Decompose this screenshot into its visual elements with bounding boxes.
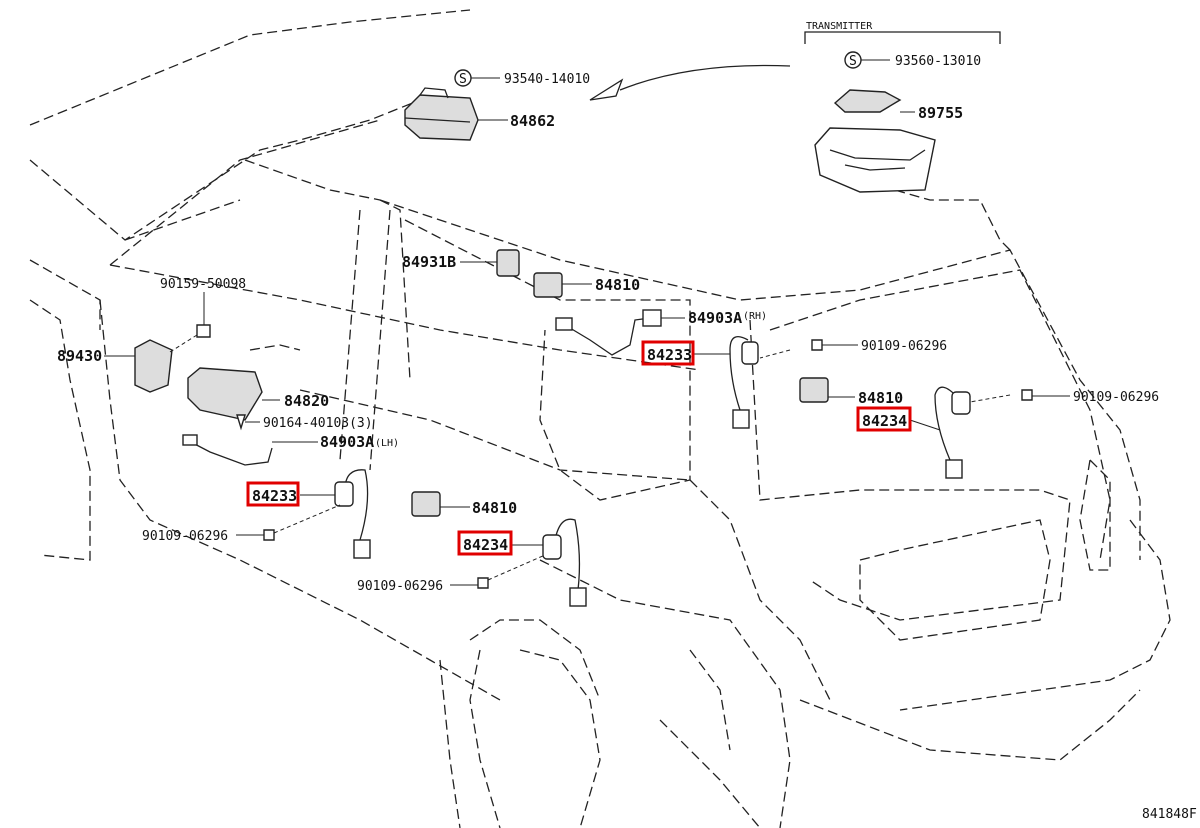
label-84810-upper[interactable]: 84810 [595,276,640,294]
part-84903A-rh-harness[interactable] [564,317,651,356]
part-84820-master-switch[interactable] [187,367,263,421]
part-90164-screw[interactable] [236,414,246,431]
label-84903A-rh[interactable]: 84903A [688,309,742,327]
svg-text:S: S [849,54,857,69]
label-90109-06296-d[interactable]: 90109-06296 [357,579,443,594]
part-90159-bolt[interactable] [196,324,211,338]
label-90109-06296-a[interactable]: 90109-06296 [861,339,947,354]
highlight-84233-lh [246,481,300,507]
part-90109-bolt-d[interactable] [477,577,489,589]
label-84931B[interactable]: 84931B [402,253,456,271]
part-84233-lh-sensor[interactable] [334,469,371,559]
label-84233-lh[interactable]: 84233 [252,487,297,505]
highlight-84234-lh [457,530,513,556]
part-84903A-rh-connector [555,317,573,331]
highlight-84234-rh [856,406,912,432]
label-84233-rh[interactable]: 84233 [647,346,692,364]
label-93540-14010[interactable]: 93540-14010 [504,72,590,87]
part-89430-ecu[interactable] [134,339,173,393]
part-84903A-lh-connector [182,434,198,446]
label-84234-rh[interactable]: 84234 [862,412,907,430]
part-84903A-rh-clip [642,309,662,327]
transmitter-header: TRANSMITTER [806,21,873,32]
part-90109-bolt-a[interactable] [811,339,823,351]
label-84820[interactable]: 84820 [284,392,329,410]
transmitter-bracket: TRANSMITTER [804,21,1001,44]
label-rh: (RH) [743,311,767,322]
label-93560-13010[interactable]: 93560-13010 [895,54,981,69]
label-84862[interactable]: 84862 [510,112,555,130]
highlight-84233-rh [641,340,695,366]
svg-text:S: S [459,72,467,87]
label-90159-50098[interactable]: 90159-50098 [160,277,246,292]
label-90109-06296-b[interactable]: 90109-06296 [1073,390,1159,405]
s-marker-93540: S [454,69,472,87]
part-84903A-lh-harness[interactable] [186,439,273,466]
part-84810-switch-lower[interactable] [411,491,441,517]
part-84234-rh-sensor[interactable] [934,386,971,479]
part-84931B-switch[interactable] [496,249,520,277]
label-84810-right[interactable]: 84810 [858,389,903,407]
part-84810-switch-upper[interactable] [533,272,563,298]
label-lh: (LH) [375,438,399,449]
move-arrow-head [589,78,624,101]
figure-id: 841848F [1142,807,1197,822]
leader-lines [104,59,1070,586]
vehicle-outline [29,9,1171,828]
part-84233-rh-sensor[interactable] [729,336,759,429]
s-marker-93560: S [844,51,862,69]
label-90109-06296-c[interactable]: 90109-06296 [142,529,228,544]
part-84810-switch-right[interactable] [799,377,829,403]
label-84810-lower[interactable]: 84810 [472,499,517,517]
part-90109-bolt-b[interactable] [1021,389,1033,401]
part-84234-lh-sensor[interactable] [542,518,587,607]
part-90109-bolt-c[interactable] [263,529,275,541]
label-90164-40103[interactable]: 90164-40103(3) [263,416,373,431]
label-89430[interactable]: 89430 [57,347,102,365]
part-84862-module[interactable] [404,87,479,141]
label-89755[interactable]: 89755 [918,104,963,122]
part-89755-transmitter[interactable] [833,89,902,113]
move-arrow-line [619,64,791,91]
overhead-console [814,127,936,193]
label-84903A-lh[interactable]: 84903A [320,433,374,451]
label-84234-lh[interactable]: 84234 [463,536,508,554]
